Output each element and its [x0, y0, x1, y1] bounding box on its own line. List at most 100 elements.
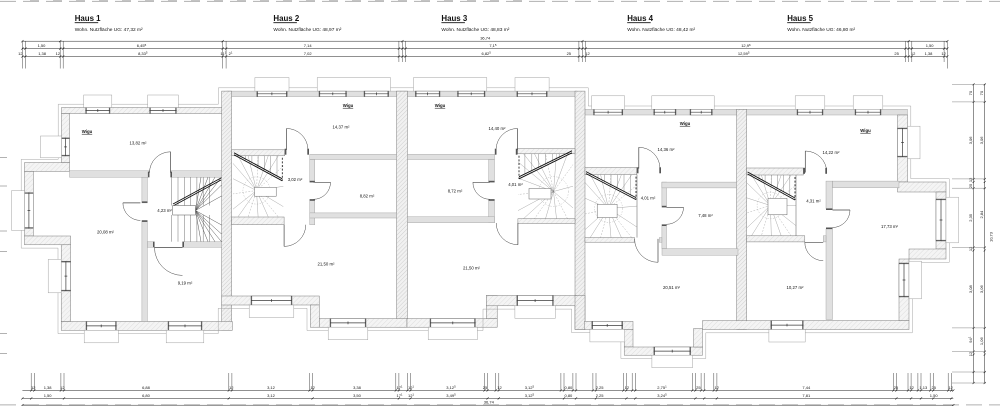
svg-text:25: 25 [931, 385, 936, 390]
svg-text:2,751: 2,751 [657, 385, 667, 390]
svg-text:2,25: 2,25 [596, 393, 605, 398]
svg-text:7,81: 7,81 [802, 393, 811, 398]
svg-text:Haus 1: Haus 1 [75, 14, 101, 23]
svg-text:171: 171 [396, 393, 402, 398]
svg-text:1,38: 1,38 [44, 385, 53, 390]
svg-text:20,08 m²: 20,08 m² [97, 230, 115, 235]
svg-text:941: 941 [968, 336, 973, 342]
svg-text:3,06: 3,06 [968, 136, 973, 145]
svg-text:171: 171 [396, 385, 402, 390]
svg-text:8,72 m²: 8,72 m² [448, 189, 463, 194]
svg-text:3,12: 3,12 [267, 393, 276, 398]
svg-text:25: 25 [894, 51, 899, 56]
svg-text:12: 12 [968, 177, 973, 182]
svg-text:7,14: 7,14 [304, 43, 313, 48]
svg-text:12: 12 [229, 385, 234, 390]
svg-text:3,12: 3,12 [267, 385, 276, 390]
svg-text:20,51 m²: 20,51 m² [663, 285, 681, 290]
svg-text:12: 12 [968, 246, 973, 251]
svg-text:Wohn. Nutzfläche UG: 46,80 m²: Wohn. Nutzfläche UG: 46,80 m² [787, 27, 855, 33]
svg-text:14,40 m²: 14,40 m² [489, 126, 507, 131]
svg-text:12: 12 [948, 385, 953, 390]
svg-text:12: 12 [310, 385, 315, 390]
svg-text:3,08: 3,08 [968, 285, 973, 294]
svg-text:0,80: 0,80 [565, 385, 574, 390]
svg-text:13,82 m²: 13,82 m² [130, 141, 148, 146]
svg-text:1,50: 1,50 [38, 43, 47, 48]
svg-text:14,37 m²: 14,37 m² [333, 125, 351, 130]
svg-text:25: 25 [968, 183, 973, 188]
svg-text:21,50 m²: 21,50 m² [463, 266, 481, 271]
svg-text:9,19 m²: 9,19 m² [178, 281, 193, 286]
svg-text:Haus 4: Haus 4 [627, 14, 653, 23]
svg-text:12: 12 [497, 385, 502, 390]
svg-text:3,02 m²: 3,02 m² [288, 177, 303, 182]
svg-text:2,35: 2,35 [968, 213, 973, 222]
svg-text:121: 121 [408, 385, 414, 390]
svg-text:Haus 2: Haus 2 [273, 14, 299, 23]
svg-text:Wohn. Nutzfläche UG: 48,83 m²: Wohn. Nutzfläche UG: 48,83 m² [441, 27, 509, 33]
svg-text:12,595: 12,595 [738, 51, 750, 56]
svg-text:36,74: 36,74 [484, 400, 495, 405]
svg-text:Haus 3: Haus 3 [441, 14, 467, 23]
svg-text:1,13: 1,13 [919, 385, 928, 390]
svg-text:14,36 m²: 14,36 m² [658, 147, 676, 152]
svg-text:12: 12 [60, 385, 65, 390]
svg-text:1,06: 1,06 [979, 337, 984, 346]
svg-text:2,84: 2,84 [979, 210, 984, 219]
svg-text:3,125: 3,125 [446, 385, 456, 390]
svg-text:3,38: 3,38 [353, 385, 362, 390]
svg-text:25: 25 [567, 51, 572, 56]
svg-text:3,06: 3,06 [979, 136, 984, 145]
svg-text:12: 12 [18, 51, 23, 56]
svg-text:12,96: 12,96 [741, 43, 751, 48]
svg-text:25: 25 [483, 385, 488, 390]
svg-text:7,48 m²: 7,48 m² [698, 213, 713, 218]
svg-text:12: 12 [585, 51, 590, 56]
svg-text:70: 70 [979, 90, 984, 95]
svg-text:10,73: 10,73 [989, 231, 994, 242]
svg-text:12: 12 [909, 385, 914, 390]
svg-text:6,80: 6,80 [142, 393, 151, 398]
svg-text:4,01 m²: 4,01 m² [641, 196, 656, 201]
svg-text:1,38: 1,38 [38, 51, 47, 56]
svg-text:12: 12 [625, 385, 630, 390]
svg-text:12: 12 [56, 51, 61, 56]
svg-text:17,73 m²: 17,73 m² [881, 224, 899, 229]
svg-text:Wohn. Nutzfläche UG: 48,97 m²: Wohn. Nutzfläche UG: 48,97 m² [273, 27, 341, 33]
svg-text:70: 70 [968, 90, 973, 95]
svg-text:3,245: 3,245 [657, 393, 667, 398]
svg-text:3,06: 3,06 [979, 285, 984, 294]
svg-text:1,50: 1,50 [930, 393, 939, 398]
svg-text:12: 12 [31, 385, 36, 390]
svg-text:7,02: 7,02 [304, 51, 313, 56]
svg-text:Wigu: Wigu [343, 103, 354, 108]
svg-text:Wohn. Nutzfläche UG: 48,42 m²: Wohn. Nutzfläche UG: 48,42 m² [627, 27, 695, 33]
svg-text:3,125: 3,125 [525, 393, 535, 398]
svg-text:8,335: 8,335 [138, 51, 148, 56]
svg-text:0,80: 0,80 [565, 393, 574, 398]
svg-text:3,50: 3,50 [353, 393, 362, 398]
svg-text:10,27 m²: 10,27 m² [787, 285, 805, 290]
svg-text:4,31 m²: 4,31 m² [806, 199, 821, 204]
svg-text:111: 111 [220, 51, 226, 56]
svg-text:4,01 m²: 4,01 m² [508, 182, 523, 187]
svg-text:21,50 m²: 21,50 m² [318, 262, 336, 267]
svg-text:Wigu: Wigu [860, 128, 871, 133]
svg-text:14,22 m²: 14,22 m² [823, 150, 841, 155]
svg-text:36,74: 36,74 [480, 36, 491, 41]
svg-text:6,455: 6,455 [137, 43, 147, 48]
svg-text:8,82 m²: 8,82 m² [360, 194, 375, 199]
svg-text:1,38: 1,38 [925, 51, 934, 56]
svg-text:Wohn. Nutzfläche UG: 47,32 m²: Wohn. Nutzfläche UG: 47,32 m² [75, 27, 143, 33]
svg-text:Wigu: Wigu [435, 103, 446, 108]
svg-text:4,23 m²: 4,23 m² [157, 208, 172, 213]
svg-text:25: 25 [696, 385, 701, 390]
svg-text:Wigu: Wigu [82, 129, 93, 134]
svg-text:12: 12 [968, 351, 973, 356]
svg-text:Haus 5: Haus 5 [787, 14, 813, 23]
svg-text:7,15: 7,15 [489, 43, 497, 48]
svg-text:1,50: 1,50 [926, 43, 935, 48]
svg-text:21: 21 [229, 51, 233, 56]
svg-text:121: 121 [408, 393, 414, 398]
